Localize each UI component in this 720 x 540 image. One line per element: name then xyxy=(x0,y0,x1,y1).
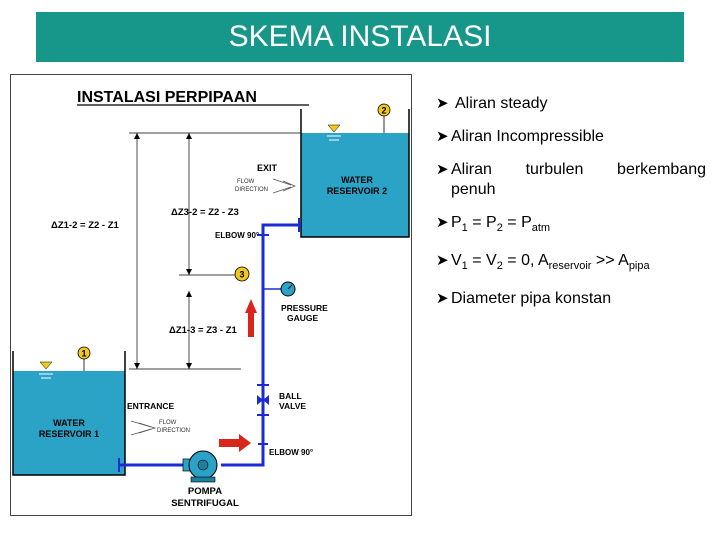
piping-diagram-svg: INSTALASI PERPIPAAN WATER RESERVOIR 2 2 … xyxy=(12,89,410,509)
bullet-turbulent: ➤ Aliran turbulen berkembang penuh xyxy=(436,160,706,200)
arrow-bullet-icon: ➤ xyxy=(436,252,449,270)
reservoir-1-label-line2: RESERVOIR 1 xyxy=(39,429,99,439)
title-banner: SKEMA INSTALASI xyxy=(36,12,684,62)
reservoir-2-label-line2: RESERVOIR 2 xyxy=(327,186,387,196)
elbow-top-label: ELBOW 90° xyxy=(215,231,259,240)
dz12-arrow-bottom xyxy=(134,363,140,369)
reservoir-2-water xyxy=(301,133,409,237)
entrance-flow-label-1: FLOW xyxy=(159,420,177,426)
reservoir-2-wall xyxy=(300,109,410,238)
flow-arrow-up-icon xyxy=(245,299,257,337)
bullet-steady-text: Aliran steady xyxy=(455,95,548,112)
arrow-bullet-icon: ➤ xyxy=(436,290,449,308)
pump-label-1: POMPA xyxy=(188,486,222,497)
pressure-gauge-label-2: GAUGE xyxy=(287,313,319,323)
slide-title: SKEMA INSTALASI xyxy=(228,20,492,53)
bullet-velocity-text: V1 = V2 = 0, Areservoir >> Apipa xyxy=(451,252,650,273)
piping-diagram: INSTALASI PERPIPAAN WATER RESERVOIR 2 2 … xyxy=(10,74,412,516)
pump-impeller xyxy=(197,459,209,471)
bullet-turbulent-word-1: Aliran xyxy=(451,161,492,178)
diagram-heading: INSTALASI PERPIPAAN xyxy=(77,89,257,106)
ball-valve-label-2: VALVE xyxy=(279,401,306,411)
point-3-label: 3 xyxy=(239,270,244,280)
point-2-label: 2 xyxy=(381,106,386,116)
ball-valve-label-1: BALL xyxy=(279,391,302,401)
exit-label: EXIT xyxy=(257,163,278,173)
dz32-arrow-top xyxy=(186,133,192,139)
entrance-label: ENTRANCE xyxy=(127,401,175,411)
arrow-bullet-icon: ➤ xyxy=(436,161,449,178)
water-level-marker-1 xyxy=(39,361,53,370)
elbow-bottom-label: ELBOW 90° xyxy=(269,448,313,457)
dz12-label: ΔZ1-2 = Z2 - Z1 xyxy=(51,220,120,231)
water-level-marker-2 xyxy=(327,124,341,133)
arrow-bullet-icon: ➤ xyxy=(436,128,449,145)
arrow-bullet-icon: ➤ xyxy=(436,95,449,112)
bullet-steady: ➤ Aliran steady xyxy=(436,94,706,114)
bullet-velocity: ➤ V1 = V2 = 0, Areservoir >> Apipa xyxy=(436,251,706,276)
exit-flow-label-2: DIRECTION xyxy=(235,187,268,193)
pump-label-2: SENTRIFUGAL xyxy=(171,498,239,509)
ball-valve-icon xyxy=(257,395,269,405)
dz12-arrow-top xyxy=(134,133,140,139)
bullet-pressure-text: P1 = P2 = Patm xyxy=(451,214,551,235)
dz13-arrow-bottom xyxy=(186,363,192,369)
entrance-flow-arrows-icon xyxy=(130,420,157,436)
bullet-turbulent-word-2: turbulen xyxy=(525,161,584,178)
bullet-pressure: ➤ P1 = P2 = Patm xyxy=(436,213,706,238)
arrow-bullet-icon: ➤ xyxy=(436,214,449,231)
point-3-marker xyxy=(234,266,250,282)
dz13-label: ΔZ1-3 = Z3 - Z1 xyxy=(169,325,238,336)
reservoir-1-label-line1: WATER xyxy=(53,418,85,428)
assumption-list: ➤ Aliran steady ➤ Aliran Incompressible … xyxy=(436,94,706,322)
reservoir-2-label-line1: WATER xyxy=(341,175,373,185)
bullet-incompressible-text: Aliran Incompressible xyxy=(451,128,604,145)
pump-base xyxy=(190,476,216,483)
dz32-arrow-bottom xyxy=(186,269,192,275)
flow-arrow-right-icon xyxy=(219,434,251,452)
dz32-label: ΔZ3-2 = Z2 - Z3 xyxy=(171,207,239,218)
reservoir-1-water xyxy=(13,371,125,475)
point-1-label: 1 xyxy=(81,349,86,359)
bullet-diameter-text: Diameter pipa konstan xyxy=(451,290,612,308)
pressure-gauge-label-1: PRESSURE xyxy=(281,303,328,313)
bullet-incompressible: ➤ Aliran Incompressible xyxy=(436,127,706,147)
dz13-arrow-top xyxy=(186,291,192,297)
bullet-turbulent-line2: penuh xyxy=(451,181,496,198)
exit-flow-label-1: FLOW xyxy=(237,179,255,185)
reservoir-1-wall xyxy=(12,351,126,476)
bullet-diameter: ➤ Diameter pipa konstan xyxy=(436,289,706,309)
discharge-pipe xyxy=(221,223,301,467)
gauge-needle xyxy=(287,284,293,290)
bullet-turbulent-word-3: berkembang xyxy=(617,161,706,178)
entrance-flow-label-2: DIRECTION xyxy=(157,428,190,434)
exit-flow-arrows-icon xyxy=(272,178,296,194)
